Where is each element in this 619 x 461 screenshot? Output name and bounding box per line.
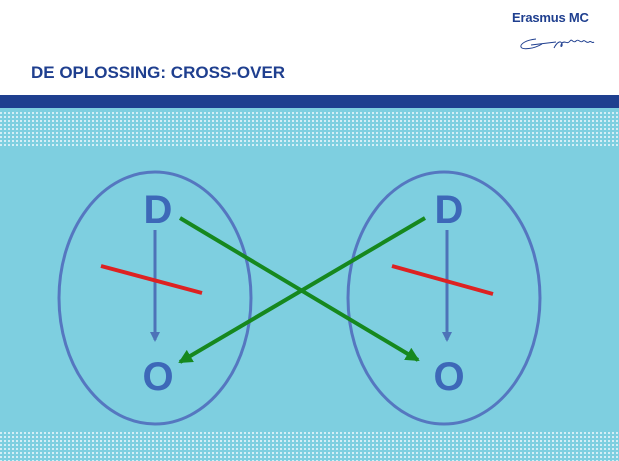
right-ellipse	[346, 170, 542, 426]
diagram-area: D O D O	[0, 95, 619, 461]
cross-arrow-right-to-left	[178, 216, 427, 364]
dotted-band-bottom	[0, 432, 619, 461]
dotted-band-top	[0, 110, 619, 146]
left-bottom-label: O	[142, 355, 173, 399]
right-top-label: D	[435, 188, 464, 232]
cross-arrow-left-to-right	[178, 216, 420, 362]
left-blocked-line	[100, 264, 203, 295]
left-ellipse	[57, 170, 253, 426]
right-blocked-line	[391, 264, 494, 296]
crossover-diagram: D O D O	[0, 95, 619, 461]
right-bottom-label: O	[433, 355, 464, 399]
erasmus-mc-logo: Erasmus MC	[512, 10, 607, 60]
logo-text: Erasmus MC	[512, 10, 589, 25]
slide-title: DE OPLOSSING: CROSS-OVER	[31, 63, 286, 82]
logo-signature-icon	[520, 38, 595, 50]
diagram-background	[0, 95, 619, 461]
left-top-label: D	[144, 188, 173, 232]
header-bar	[0, 95, 619, 108]
